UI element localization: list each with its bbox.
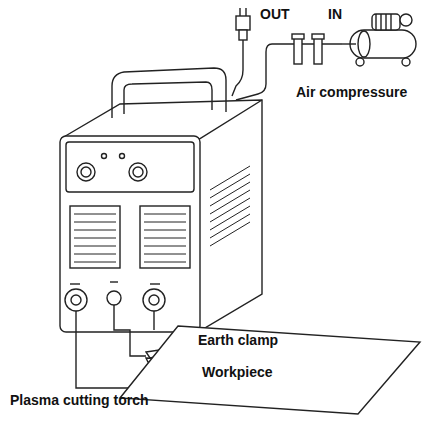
node-text: Workpiece [202, 364, 273, 380]
part-label: Air compressure [294, 84, 409, 100]
part-label: Plasma cutting torch [8, 392, 150, 408]
power-plug [232, 8, 250, 96]
plasma-torch [140, 380, 212, 398]
connection-label: IN [326, 6, 344, 22]
earth-clamp [146, 346, 190, 364]
connection-label: OUT [258, 6, 292, 22]
plasma-cutter-machine [60, 68, 262, 332]
air-compressor [342, 14, 416, 66]
part-label: Earth clamp [196, 332, 280, 348]
